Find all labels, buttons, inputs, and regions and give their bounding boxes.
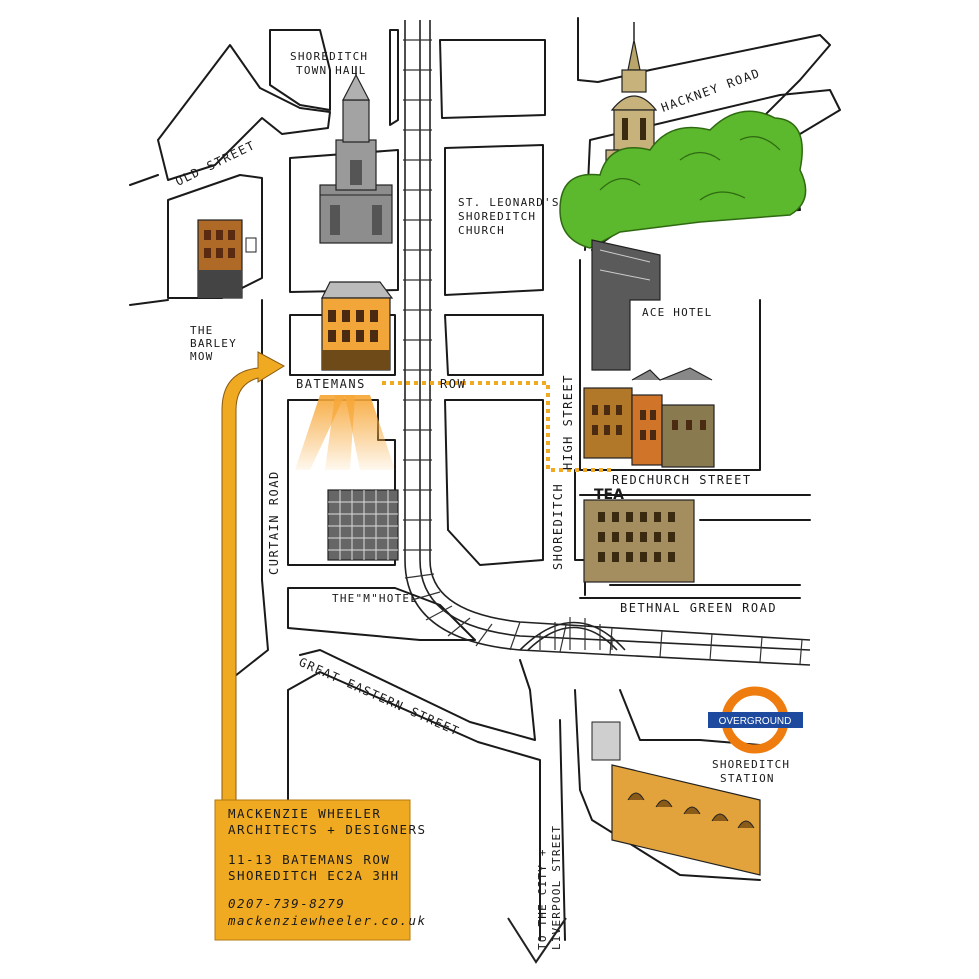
railway-ties	[403, 39, 803, 665]
batemans-label: BATEMANS	[296, 377, 366, 391]
church-label-line1: ST. LEONARD'S	[458, 196, 560, 209]
block-m-hotel	[287, 587, 476, 641]
redchurch-street-label: REDCHURCH STREET	[612, 473, 752, 487]
row-label: ROW	[440, 377, 466, 391]
to-city-label-line2: LIVERPOOL STREET	[550, 825, 563, 950]
overground-label: OVERGROUND	[719, 716, 792, 727]
company-name-line1: MACKENZIE WHEELER	[228, 806, 381, 821]
redchurch-street-lower	[579, 494, 811, 521]
address-card: MACKENZIE WHEELER ARCHITECTS + DESIGNERS…	[214, 799, 427, 941]
grid-office-building-icon	[327, 489, 399, 561]
old-street-edge	[129, 174, 169, 306]
barley-mow-label-line2: BARLEY	[190, 337, 237, 350]
brick-buildings-icon	[583, 367, 715, 468]
shoreditch-high-street-label-b: HIGH STREET	[561, 374, 575, 470]
pub-building-icon	[197, 219, 257, 299]
tea-building-icon	[583, 499, 695, 583]
block-top-left	[157, 44, 331, 181]
block-east-rail-b	[444, 399, 544, 566]
tea-sign: TEA	[594, 487, 624, 503]
bridge-arch-icon	[519, 617, 626, 651]
block-curtain	[287, 399, 396, 566]
block-top-center	[269, 29, 331, 111]
town-hall-label-line1: SHOREDITCH	[290, 50, 368, 63]
address-line2: SHOREDITCH EC2A 3HH	[228, 868, 400, 883]
bethnal-green-road-label: BETHNAL GREEN ROAD	[620, 601, 777, 615]
shoreditch-high-street-label-a: SHOREDITCH	[551, 483, 565, 570]
block-church	[444, 144, 544, 296]
curtain-road-label: CURTAIN ROAD	[267, 470, 281, 575]
church-label-line2: SHOREDITCH	[458, 210, 536, 223]
old-street-label: OLD STREET	[173, 138, 258, 189]
station-label-line2: STATION	[720, 772, 775, 785]
barley-mow-label-line1: THE	[190, 324, 213, 337]
viaduct-icon	[591, 721, 761, 876]
website-link[interactable]: mackenziewheeler.co.uk	[227, 913, 427, 928]
landmark-labels: SHOREDITCH TOWN HALL ST. LEONARD'S SHORE…	[190, 50, 790, 785]
town-hall-label-line2: TOWN HALL	[296, 64, 366, 77]
church-label-line3: CHURCH	[458, 224, 505, 237]
ace-hotel-label: ACE HOTEL	[642, 306, 712, 319]
barley-mow-label-line3: MOW	[190, 350, 213, 363]
block-east-rail-a	[444, 314, 544, 376]
block-hackney-top	[577, 17, 831, 121]
block-great-eastern-lower	[287, 671, 541, 941]
to-city-label-line1: TO THE CITY +	[536, 848, 549, 950]
hotel-building-icon	[591, 239, 661, 371]
overground-roundel-icon: OVERGROUND	[708, 686, 803, 754]
phone-number: 0207-739-8279	[228, 896, 345, 911]
m-hotel-label: THE"M"HOTEL	[332, 592, 418, 605]
office-building-icon	[321, 281, 394, 371]
block-top-right	[439, 39, 546, 119]
route-arrow-icon	[221, 351, 286, 821]
block-ace-hotel	[579, 259, 761, 471]
hackney-road-label: HACKNEY ROAD	[659, 66, 762, 115]
trees	[559, 110, 807, 249]
railway	[403, 20, 811, 666]
address-line1: 11-13 BATEMANS ROW	[228, 852, 390, 867]
light-beams	[295, 395, 395, 470]
route-dotted-path	[382, 381, 612, 472]
company-name-line2: ARCHITECTS + DESIGNERS	[228, 822, 427, 837]
block-top-mid	[389, 29, 399, 126]
station-label-line1: SHOREDITCH	[712, 758, 790, 771]
south-arrow-icon	[507, 917, 567, 964]
clock-tower-icon	[319, 66, 393, 244]
great-eastern-street-label: GREAT EASTERN STREET	[297, 655, 462, 739]
block-great-eastern-upper	[299, 649, 536, 741]
block-station-right	[559, 689, 761, 941]
bethnal-green-lower	[579, 584, 801, 599]
block-barley-mow	[167, 174, 263, 299]
